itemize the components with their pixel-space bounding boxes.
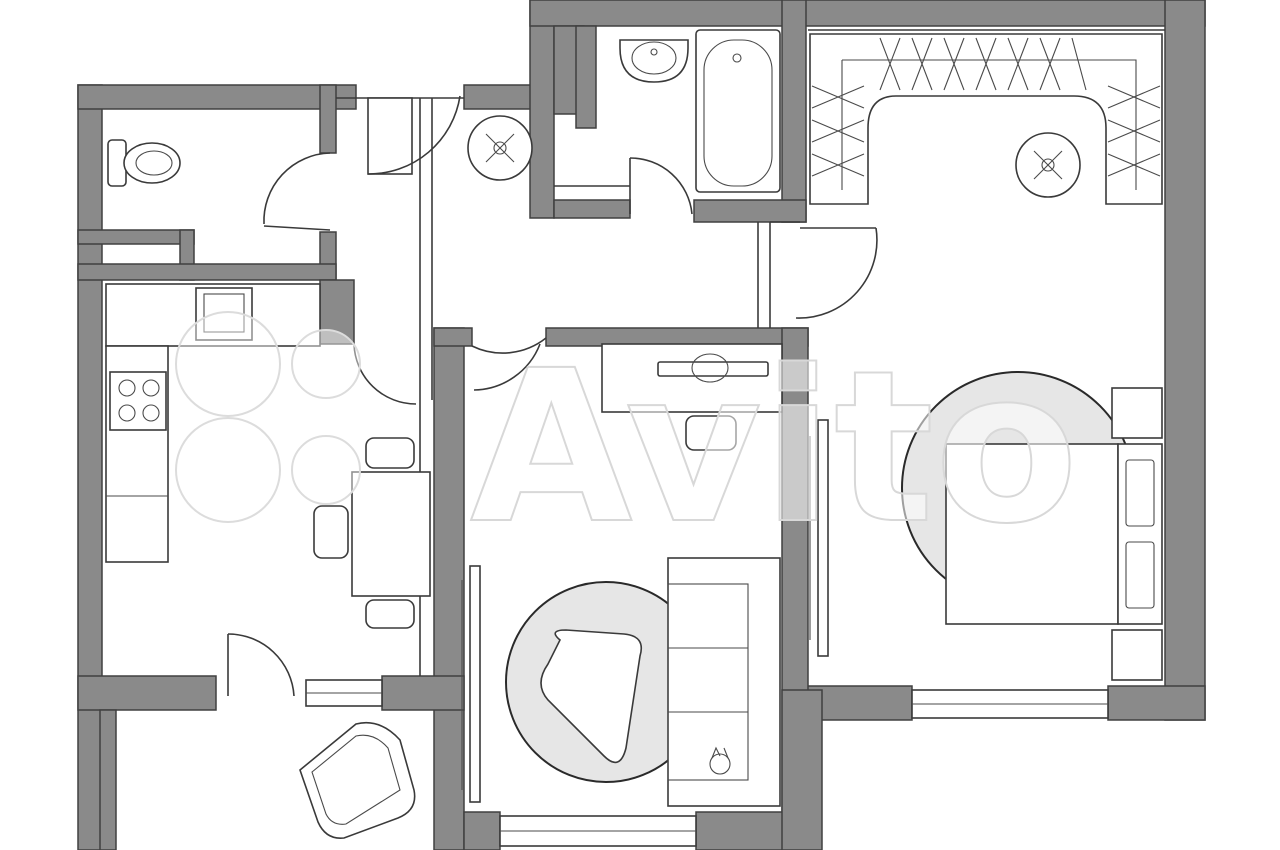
wall-outer-right xyxy=(1164,0,1206,721)
wall-kitchen-top xyxy=(77,263,337,281)
wall-top-wc xyxy=(77,84,357,110)
coffee-table xyxy=(540,629,643,764)
windows xyxy=(305,679,1109,847)
bedroom-radiator xyxy=(817,419,829,657)
desk-chair xyxy=(685,415,737,451)
wall-bath-bedroom xyxy=(781,0,807,223)
wall-bath-niche-inner xyxy=(575,25,597,129)
wall-bedroom-low xyxy=(781,689,823,850)
watermark-dots xyxy=(175,311,361,523)
wall-balcony-left xyxy=(99,709,117,850)
desk-monitor xyxy=(657,361,769,377)
bedroom-fixtures xyxy=(809,33,1163,681)
washbasin xyxy=(619,39,689,83)
wall-wc-bottom xyxy=(77,229,195,245)
walls xyxy=(77,0,1206,850)
wall-bedroom-bottom-right xyxy=(1107,685,1206,721)
living-radiator xyxy=(469,565,481,803)
watermark-logo: Avito xyxy=(470,325,1079,570)
kitchen-fixtures xyxy=(105,283,431,629)
entrance-door-leaf xyxy=(367,97,413,175)
bathroom-fixtures xyxy=(619,29,781,193)
sofa xyxy=(667,557,781,807)
wall-living-left xyxy=(433,327,465,850)
hall xyxy=(467,115,533,181)
wall-bath-bottom xyxy=(553,199,631,219)
chair-left xyxy=(313,505,349,559)
wall-kitchen-bottom-right xyxy=(381,675,465,711)
wall-wc-right-top xyxy=(319,84,337,154)
pillow-bottom xyxy=(1125,541,1155,609)
wall-bath-bottom-right xyxy=(693,199,807,223)
doors xyxy=(227,95,878,697)
double-bed xyxy=(945,443,1119,625)
wall-bath-left xyxy=(529,0,555,219)
desk xyxy=(601,343,783,413)
chair-bottom xyxy=(365,599,415,629)
wc-fixtures xyxy=(107,139,181,187)
wardrobe-hangers xyxy=(811,37,1161,177)
pillow-top xyxy=(1125,459,1155,527)
wardrobe xyxy=(809,33,1163,205)
toilet-bowl xyxy=(123,142,181,184)
balcony-armchair xyxy=(299,721,416,839)
kitchen-stove xyxy=(109,371,167,431)
balcony xyxy=(299,721,416,839)
nightstand-top xyxy=(1111,387,1163,439)
nightstand-bottom xyxy=(1111,629,1163,681)
wall-top-outer xyxy=(529,0,1206,27)
cat-icon xyxy=(709,746,731,775)
wall-living-bottom-left xyxy=(463,811,501,850)
bed-headboard xyxy=(1117,443,1163,625)
bathtub xyxy=(695,29,781,193)
living-fixtures xyxy=(461,343,783,807)
wall-outer-left xyxy=(77,84,103,850)
kitchen-table xyxy=(351,471,431,597)
wall-kitchen-bottom-left xyxy=(77,675,217,711)
wall-living-top-left xyxy=(433,327,473,347)
chair-top xyxy=(365,437,415,469)
